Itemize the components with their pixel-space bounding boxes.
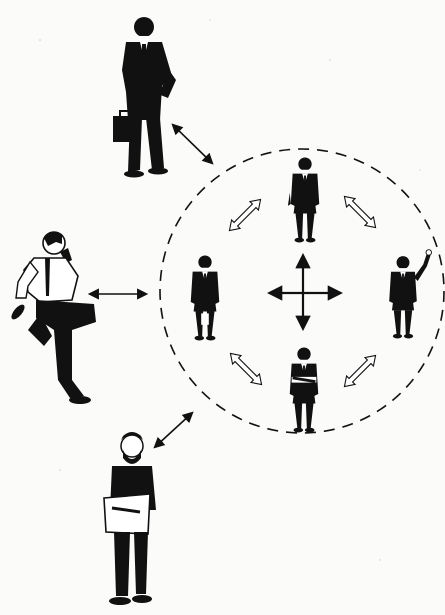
hollow-arrow-bottom-left: [226, 349, 266, 389]
paper-texture: [39, 19, 420, 560]
arrow-bearded-man-to-group: [155, 413, 192, 447]
arrow-businessman-to-group: [173, 125, 212, 163]
person-inner-bottom: [290, 347, 319, 432]
person-inner-top: [288, 157, 319, 242]
briefcase-icon: [113, 116, 137, 142]
person-bearded-man-folder: [104, 432, 156, 605]
person-man-on-phone: [9, 232, 96, 404]
hollow-arrow-bottom-right: [340, 351, 380, 391]
folder-icon: [104, 494, 150, 534]
hollow-arrow-top-right: [340, 192, 380, 232]
four-way-arrow: [270, 256, 340, 328]
person-inner-left: [191, 255, 220, 340]
person-businessman-briefcase: [113, 17, 176, 178]
hollow-arrow-top-left: [225, 195, 265, 235]
person-inner-right: [389, 250, 431, 339]
